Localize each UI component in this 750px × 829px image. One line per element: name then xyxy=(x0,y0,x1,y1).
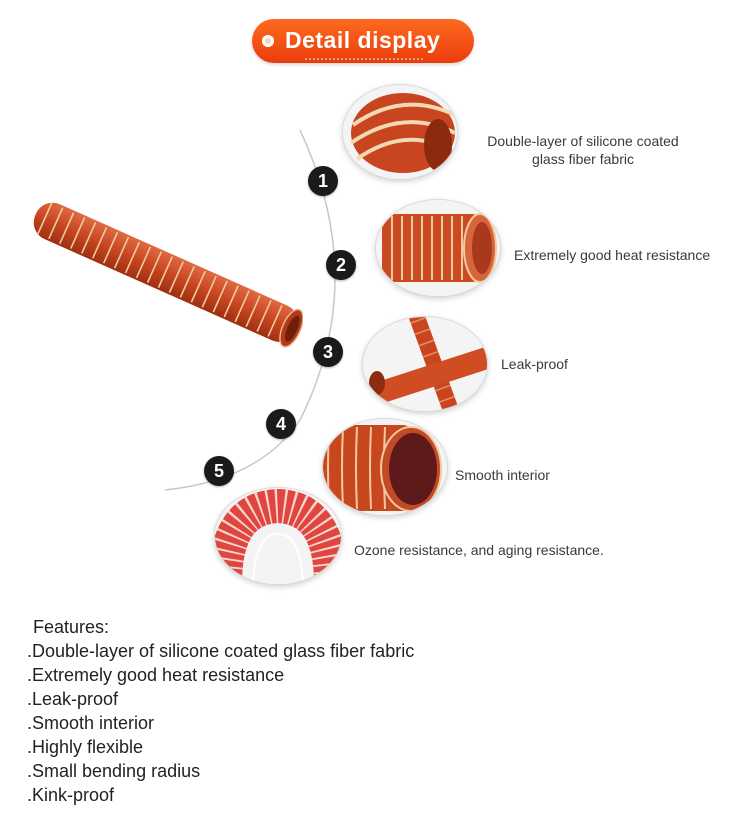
header-banner: Detail display xyxy=(252,19,474,63)
hose-ribbed-image xyxy=(375,199,501,297)
marker-3: 3 xyxy=(313,337,343,367)
hose-end-closeup-image xyxy=(342,84,458,180)
features-title: Features: xyxy=(33,617,110,637)
hose-crossed-image xyxy=(362,316,488,412)
header-decoration xyxy=(305,58,425,60)
detail-3-label: Leak-proof xyxy=(501,356,568,372)
detail-1-label: Double-layer of silicone coated glass fi… xyxy=(478,132,688,168)
marker-1: 1 xyxy=(308,166,338,196)
bullet-dot-icon xyxy=(262,35,274,47)
detail-1-label-line1: Double-layer of silicone coated xyxy=(487,133,679,149)
detail-2-label: Extremely good heat resistance xyxy=(514,247,711,263)
marker-2: 2 xyxy=(326,250,356,280)
feature-item: .Extremely good heat resistance xyxy=(27,665,285,685)
red-silicone-hose-image xyxy=(33,202,303,348)
detail-1-label-line2: glass fiber fabric xyxy=(532,151,634,167)
feature-item: .Kink-proof xyxy=(27,785,115,805)
marker-5: 5 xyxy=(204,456,234,486)
feature-item: .Smooth interior xyxy=(27,713,155,733)
marker-4: 4 xyxy=(266,409,296,439)
hose-bent-image xyxy=(214,487,342,585)
detail-5-label: Ozone resistance, and aging resistance. xyxy=(354,542,604,558)
feature-item: .Highly flexible xyxy=(27,737,144,757)
hose-interior-image xyxy=(322,418,448,516)
features-section: Features: .Double-layer of silicone coat… xyxy=(27,615,414,807)
feature-item: .Small bending radius xyxy=(27,761,201,781)
feature-item: .Double-layer of silicone coated glass f… xyxy=(27,641,415,661)
page-title: Detail display xyxy=(285,27,441,53)
detail-4-label: Smooth interior xyxy=(455,467,550,483)
feature-item: .Leak-proof xyxy=(27,689,119,709)
